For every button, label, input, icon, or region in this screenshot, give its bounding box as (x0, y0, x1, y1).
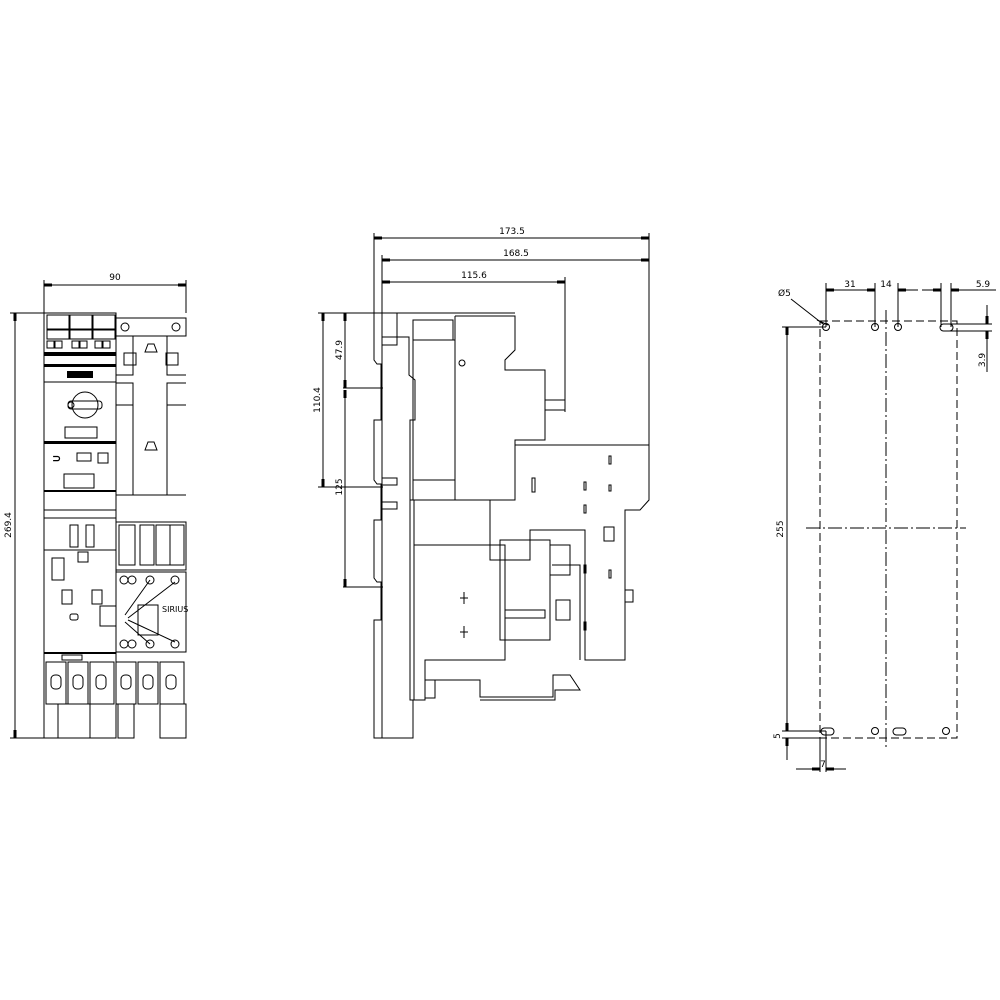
front-view: 90 269.4 ⊃ (4, 273, 188, 739)
mounting-hole (871, 727, 879, 735)
depth-dim-115-6: 115.6 (461, 271, 487, 281)
mounting-slot (892, 727, 907, 736)
mounting-rail (115, 317, 187, 496)
dim-5: 5 (773, 733, 783, 739)
dim-5-9: 5.9 (976, 280, 991, 290)
dim-255: 255 (776, 520, 786, 537)
dim-7: 7 (820, 760, 826, 770)
brand-label: SIRIUS (162, 605, 188, 614)
overload-relay (115, 521, 187, 653)
dim-14: 14 (880, 280, 892, 290)
height-dim-125: 125 (335, 478, 345, 495)
dim-31: 31 (844, 280, 855, 290)
width-dimension-label: 90 (109, 273, 121, 283)
rotary-handle-icon[interactable] (71, 391, 99, 419)
height-dim-110-4: 110.4 (313, 387, 323, 413)
depth-dim-168-5: 168.5 (503, 249, 529, 259)
svg-text:⊃: ⊃ (52, 452, 61, 465)
mounting-hole-pattern: 31 14 5.9 Ø5 3.9 255 5 7 (773, 280, 996, 772)
side-view: 173.5 168.5 115.6 110.4 47.9 125 (313, 227, 650, 739)
dim-3-9: 3.9 (978, 353, 988, 368)
mounting-slot (939, 323, 954, 332)
depth-dim-173-5: 173.5 (499, 227, 525, 237)
mounting-hole (942, 727, 950, 735)
height-dimension-label: 269.4 (4, 512, 14, 538)
height-dim-47-9: 47.9 (335, 340, 345, 360)
hole-diameter-label: Ø5 (778, 288, 791, 299)
